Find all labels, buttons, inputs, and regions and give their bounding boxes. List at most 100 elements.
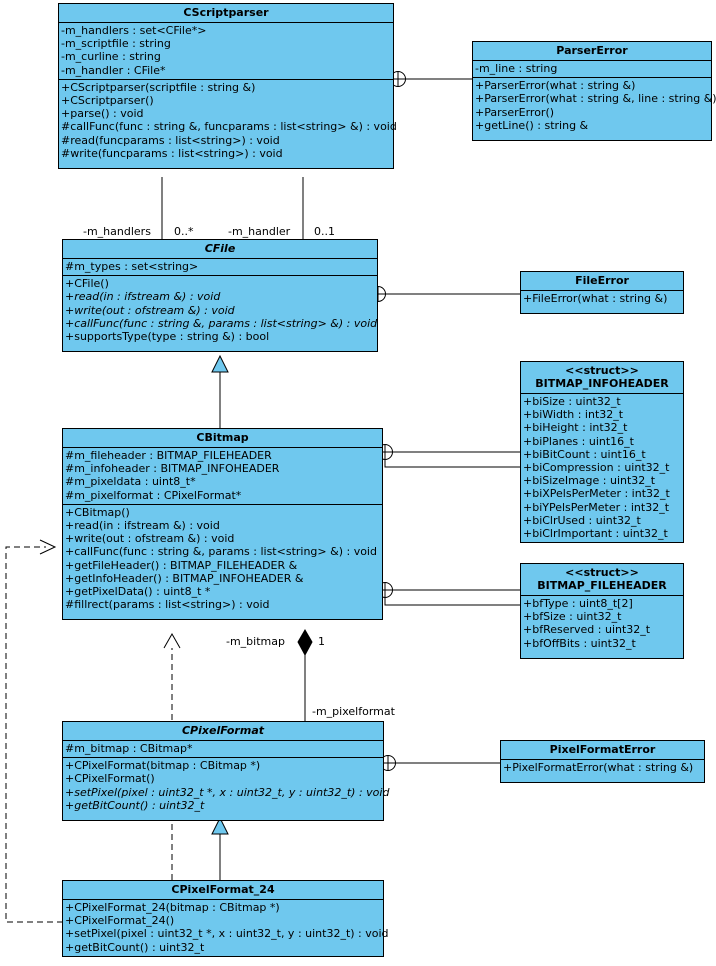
- class-box-cpixelformat-24[interactable]: CPixelFormat_24 +CPixelFormat_24(bitmap …: [62, 880, 389, 957]
- operation-row: +FileError(what : string &): [523, 292, 668, 305]
- operation-row: +parse() : void: [61, 107, 144, 121]
- class-title-cfile: CFile: [63, 240, 377, 259]
- attribute-row: #m_types : set<string>: [65, 260, 199, 273]
- operation-row: +CPixelFormat(bitmap : CBitmap *): [65, 759, 261, 773]
- operation-row: +CScriptparser(): [61, 94, 154, 108]
- class-title-bitmap-fileheader: <<struct>> BITMAP_FILEHEADER: [521, 564, 683, 596]
- operation-row: +ParserError(what : string &): [475, 79, 636, 93]
- class-box-parsererror[interactable]: ParserError -m_line : string +ParserErro…: [472, 41, 716, 142]
- attribute-row: +biBitCount : uint16_t: [523, 447, 646, 461]
- operation-row: +getInfoHeader() : BITMAP_INFOHEADER &: [65, 571, 304, 585]
- class-box-bitmap-infoheader[interactable]: <<struct>> BITMAP_INFOHEADER +biSize : u…: [520, 361, 684, 544]
- operation-row: +getFileHeader() : BITMAP_FILEHEADER &: [65, 558, 298, 572]
- operation-row: +getPixelData() : uint8_t *: [65, 585, 211, 599]
- operation-row: +CPixelFormat(): [65, 772, 155, 786]
- attribute-row: +biClrImportant : uint32_t: [523, 527, 668, 541]
- operation-row: +CBitmap(): [65, 505, 130, 519]
- struct-name-label: BITMAP_INFOHEADER: [535, 377, 669, 390]
- attribute-row: +biCompression : uint32_t: [523, 461, 670, 475]
- attributes-bitmap-fileheader: +bfType : uint8_t[2] +bfSize : uint32_t …: [521, 596, 683, 658]
- class-title-cpixelformat: CPixelFormat: [63, 722, 383, 741]
- edge-label-m-handler-role: -m_handler: [228, 225, 291, 238]
- operation-row: #fillrect(params : list<string>) : void: [65, 598, 270, 612]
- operation-row: +ParserError(what : string &, line : str…: [475, 92, 716, 106]
- class-title-cscriptparser: CScriptparser: [59, 4, 393, 23]
- attribute-row: #m_pixelformat : CPixelFormat*: [65, 488, 242, 502]
- edge-label-m-handler-mult: 0..1: [314, 225, 335, 238]
- operation-row: +ParserError(): [475, 105, 555, 119]
- attribute-row: +bfOffBits : uint32_t: [523, 636, 636, 650]
- operations-cpixelformat-24: +CPixelFormat_24(bitmap : CBitmap *) +CP…: [63, 900, 389, 956]
- attribute-row: -m_curline : string: [61, 50, 161, 64]
- edge-label-m-bitmap-mult: 1: [318, 635, 325, 648]
- operation-row: +CFile(): [65, 277, 109, 291]
- attribute-row: -m_line : string: [475, 62, 558, 75]
- operations-fileerror: +FileError(what : string &): [521, 291, 683, 313]
- attribute-row: #m_bitmap : CBitmap*: [65, 742, 193, 755]
- operations-cbitmap: +CBitmap() +read(in : ifstream &) : void…: [63, 505, 382, 620]
- attributes-parsererror: -m_line : string: [473, 61, 711, 79]
- operation-row: +write(out : ofstream &) : void: [65, 303, 235, 317]
- attributes-cpixelformat: #m_bitmap : CBitmap*: [63, 741, 383, 759]
- operation-row: +CPixelFormat_24(): [65, 914, 175, 928]
- class-box-fileerror[interactable]: FileError +FileError(what : string &): [520, 271, 684, 315]
- operations-cscriptparser: +CScriptparser(scriptfile : string &) +C…: [59, 80, 397, 168]
- class-title-cbitmap: CBitmap: [63, 429, 382, 448]
- operations-cfile: +CFile() +read(in : ifstream &) : void +…: [63, 276, 377, 351]
- class-title-fileerror: FileError: [521, 272, 683, 291]
- attribute-row: +biYPelsPerMeter : int32_t: [523, 500, 670, 514]
- attribute-row: +bfReserved : uint32_t: [523, 623, 651, 637]
- operation-row: +getBitCount() : uint32_t: [65, 798, 205, 812]
- class-title-cpixelformat-24: CPixelFormat_24: [63, 881, 383, 900]
- attributes-bitmap-infoheader: +biSize : uint32_t +biWidth : int32_t +b…: [521, 394, 683, 542]
- attribute-row: +biSizeImage : uint32_t: [523, 474, 656, 488]
- operation-row: +callFunc(func : string &, params : list…: [65, 316, 378, 330]
- operation-row: +PixelFormatError(what : string &): [503, 761, 694, 774]
- attribute-row: #m_fileheader : BITMAP_FILEHEADER: [65, 449, 272, 462]
- class-box-pixelformaterror[interactable]: PixelFormatError +PixelFormatError(what …: [500, 740, 705, 784]
- operation-row: +setPixel(pixel : uint32_t *, x : uint32…: [65, 785, 390, 799]
- attribute-row: -m_scriptfile : string: [61, 37, 171, 51]
- edge-label-m-bitmap-role: -m_bitmap: [226, 635, 285, 648]
- attribute-row: +bfType : uint8_t[2]: [523, 597, 633, 610]
- attribute-row: #m_pixeldata : uint8_t*: [65, 475, 196, 489]
- operation-row: #read(funcparams : list<string>) : void: [61, 133, 280, 147]
- attributes-cbitmap: #m_fileheader : BITMAP_FILEHEADER #m_inf…: [63, 448, 382, 505]
- operation-row: +CScriptparser(scriptfile : string &): [61, 80, 256, 94]
- operation-row: +setPixel(pixel : uint32_t *, x : uint32…: [65, 927, 389, 941]
- attributes-cscriptparser: -m_handlers : set<CFile*> -m_scriptfile …: [59, 23, 393, 80]
- operation-row: +getBitCount() : uint32_t: [65, 940, 205, 954]
- operation-row: +CPixelFormat_24(bitmap : CBitmap *): [65, 901, 280, 914]
- class-title-bitmap-infoheader: <<struct>> BITMAP_INFOHEADER: [521, 362, 683, 394]
- operation-row: +write(out : ofstream &) : void: [65, 532, 235, 546]
- attribute-row: #m_infoheader : BITMAP_INFOHEADER: [65, 462, 280, 476]
- operation-row: +read(in : ifstream &) : void: [65, 290, 221, 304]
- stereotype-label: <<struct>>: [565, 364, 639, 377]
- class-box-bitmap-fileheader[interactable]: <<struct>> BITMAP_FILEHEADER +bfType : u…: [520, 563, 684, 659]
- attribute-row: +biSize : uint32_t: [523, 395, 621, 408]
- edge-label-m-pixelformat-role: -m_pixelformat: [312, 705, 395, 718]
- operation-row: +supportsType(type : string &) : bool: [65, 330, 270, 344]
- edge-label-m-handlers-role: -m_handlers: [83, 225, 151, 238]
- class-box-cfile[interactable]: CFile #m_types : set<string> +CFile() +r…: [62, 239, 378, 353]
- class-box-cbitmap[interactable]: CBitmap #m_fileheader : BITMAP_FILEHEADE…: [62, 428, 383, 621]
- operation-row: +callFunc(func : string &, params : list…: [65, 545, 377, 559]
- struct-name-label: BITMAP_FILEHEADER: [537, 579, 667, 592]
- stereotype-label: <<struct>>: [565, 566, 639, 579]
- operation-row: #write(funcparams : list<string>) : void: [61, 146, 283, 160]
- operations-pixelformaterror: +PixelFormatError(what : string &): [501, 760, 704, 782]
- attribute-row: -m_handlers : set<CFile*>: [61, 24, 207, 37]
- operations-cpixelformat: +CPixelFormat(bitmap : CBitmap *) +CPixe…: [63, 758, 390, 820]
- class-box-cpixelformat[interactable]: CPixelFormat #m_bitmap : CBitmap* +CPixe…: [62, 721, 390, 822]
- class-box-cscriptparser[interactable]: CScriptparser -m_handlers : set<CFile*> …: [58, 3, 397, 170]
- attribute-row: +biHeight : int32_t: [523, 421, 628, 435]
- attribute-row: -m_handler : CFile*: [61, 63, 166, 77]
- attribute-row: +biWidth : int32_t: [523, 408, 624, 422]
- attribute-row: +biXPelsPerMeter : int32_t: [523, 487, 670, 501]
- operation-row: +read(in : ifstream &) : void: [65, 519, 220, 533]
- class-title-parsererror: ParserError: [473, 42, 711, 61]
- attributes-cfile: #m_types : set<string>: [63, 259, 377, 277]
- operation-row: #callFunc(func : string &, funcparams : …: [61, 120, 397, 134]
- attribute-row: +bfSize : uint32_t: [523, 610, 622, 624]
